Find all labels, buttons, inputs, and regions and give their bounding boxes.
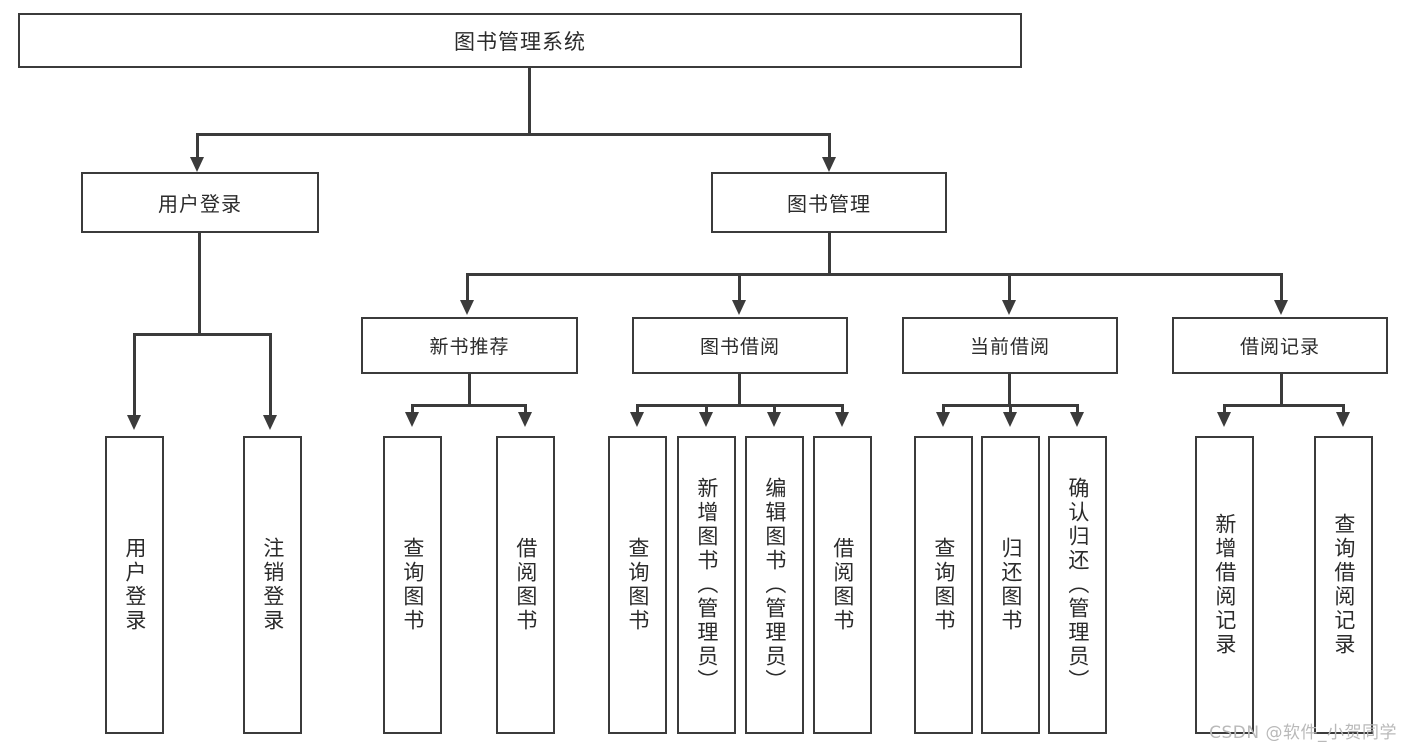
connector-current-borrow-drop-2: [1009, 404, 1012, 416]
node-label: 图书管理系统: [454, 29, 586, 54]
connector-new-book-drop-1: [411, 404, 414, 416]
leaf-new-book-borrow-book[interactable]: 借阅图书: [496, 436, 555, 734]
node-label: 用户登录: [158, 192, 242, 216]
connector-new-book-stem: [468, 374, 471, 406]
arrowhead-user-login-2: [263, 415, 277, 430]
node-label: 新书推荐: [429, 336, 510, 358]
arrowhead-to-book-borrow: [732, 300, 746, 315]
connector-book-borrow-drop-4: [841, 404, 844, 416]
leaf-label: 编辑图书（管理员）: [762, 477, 787, 693]
arrowhead-current-borrow-1: [936, 412, 950, 427]
connector-current-borrow-drop-3: [1076, 404, 1079, 416]
connector-book-borrow-drop-2: [705, 404, 708, 416]
node-root-system[interactable]: 图书管理系统: [18, 13, 1022, 68]
connector-book-borrow-drop-3: [773, 404, 776, 416]
arrowhead-new-book-2: [518, 412, 532, 427]
arrowhead-to-current-borrow: [1002, 300, 1016, 315]
leaf-current-borrow-return-book[interactable]: 归还图书: [981, 436, 1040, 734]
leaf-user-login-logout[interactable]: 注销登录: [243, 436, 302, 734]
leaf-borrow-record-add-record[interactable]: 新增借阅记录: [1195, 436, 1254, 734]
connector-book-borrow-stem: [738, 374, 741, 406]
connector-to-user-login: [196, 133, 199, 159]
arrowhead-borrow-record-2: [1336, 412, 1350, 427]
arrowhead-book-borrow-4: [835, 412, 849, 427]
leaf-label: 注销登录: [260, 537, 285, 633]
arrowhead-new-book-1: [405, 412, 419, 427]
leaf-label: 用户登录: [122, 537, 147, 633]
leaf-book-borrow-add-book[interactable]: 新增图书（管理员）: [677, 436, 736, 734]
arrowhead-book-borrow-3: [767, 412, 781, 427]
connector-user-login-stem: [198, 233, 201, 335]
leaf-label: 查询图书: [400, 537, 425, 633]
connector-book-mgmt-stem: [828, 233, 831, 275]
arrowhead-to-new-book: [460, 300, 474, 315]
node-label: 借阅记录: [1239, 336, 1320, 358]
connector-user-login-bus: [133, 333, 271, 336]
connector-current-borrow-drop-1: [942, 404, 945, 416]
connector-current-borrow-stem: [1008, 374, 1011, 406]
leaf-book-borrow-edit-book[interactable]: 编辑图书（管理员）: [745, 436, 804, 734]
leaf-label: 查询图书: [625, 537, 650, 633]
node-new-book-recommend[interactable]: 新书推荐: [361, 317, 578, 374]
leaf-current-borrow-confirm-return[interactable]: 确认归还（管理员）: [1048, 436, 1107, 734]
arrowhead-current-borrow-2: [1003, 412, 1017, 427]
node-book-borrow[interactable]: 图书借阅: [632, 317, 848, 374]
leaf-label: 确认归还（管理员）: [1065, 477, 1090, 693]
leaf-user-login-login[interactable]: 用户登录: [105, 436, 164, 734]
leaf-label: 新增图书（管理员）: [694, 477, 719, 693]
connector-user-login-drop-2: [269, 333, 272, 417]
connector-borrow-record-bus: [1223, 404, 1345, 407]
connector-user-login-drop-1: [133, 333, 136, 417]
leaf-label: 新增借阅记录: [1212, 513, 1237, 657]
leaf-label: 查询图书: [931, 537, 956, 633]
leaf-current-borrow-query-book[interactable]: 查询图书: [914, 436, 973, 734]
leaf-label: 归还图书: [998, 537, 1023, 633]
arrowhead-borrow-record-1: [1217, 412, 1231, 427]
connector-to-new-book: [466, 273, 469, 302]
arrowhead-book-borrow-2: [699, 412, 713, 427]
connector-to-current-borrow: [1008, 273, 1011, 302]
node-current-borrow[interactable]: 当前借阅: [902, 317, 1118, 374]
leaf-book-borrow-borrow-book[interactable]: 借阅图书: [813, 436, 872, 734]
connector-to-book-borrow: [738, 273, 741, 302]
connector-level1-bus: [196, 133, 831, 136]
connector-borrow-record-stem: [1280, 374, 1283, 406]
leaf-label: 借阅图书: [830, 537, 855, 633]
node-label: 图书管理: [787, 192, 871, 216]
arrowhead-to-user-login: [190, 157, 204, 172]
connector-new-book-drop-2: [524, 404, 527, 416]
node-book-management[interactable]: 图书管理: [711, 172, 947, 233]
leaf-label: 借阅图书: [513, 537, 538, 633]
connector-root-stem: [528, 68, 531, 135]
leaf-label: 查询借阅记录: [1331, 513, 1356, 657]
arrowhead-current-borrow-3: [1070, 412, 1084, 427]
connector-borrow-record-drop-2: [1342, 404, 1345, 416]
connector-to-borrow-record: [1280, 273, 1283, 302]
connector-book-borrow-bus: [636, 404, 843, 407]
leaf-new-book-query-book[interactable]: 查询图书: [383, 436, 442, 734]
arrowhead-to-book-mgmt: [822, 157, 836, 172]
node-label: 当前借阅: [969, 336, 1050, 358]
node-user-login[interactable]: 用户登录: [81, 172, 319, 233]
leaf-book-borrow-query-book[interactable]: 查询图书: [608, 436, 667, 734]
leaf-borrow-record-query-record[interactable]: 查询借阅记录: [1314, 436, 1373, 734]
arrowhead-user-login-1: [127, 415, 141, 430]
connector-new-book-bus: [411, 404, 527, 407]
node-label: 图书借阅: [699, 336, 780, 358]
connector-borrow-record-drop-1: [1223, 404, 1226, 416]
connector-level2-bus: [466, 273, 1283, 276]
connector-book-borrow-drop-1: [636, 404, 639, 416]
node-borrow-record[interactable]: 借阅记录: [1172, 317, 1388, 374]
connector-to-book-mgmt: [828, 133, 831, 159]
arrowhead-to-borrow-record: [1274, 300, 1288, 315]
arrowhead-book-borrow-1: [630, 412, 644, 427]
